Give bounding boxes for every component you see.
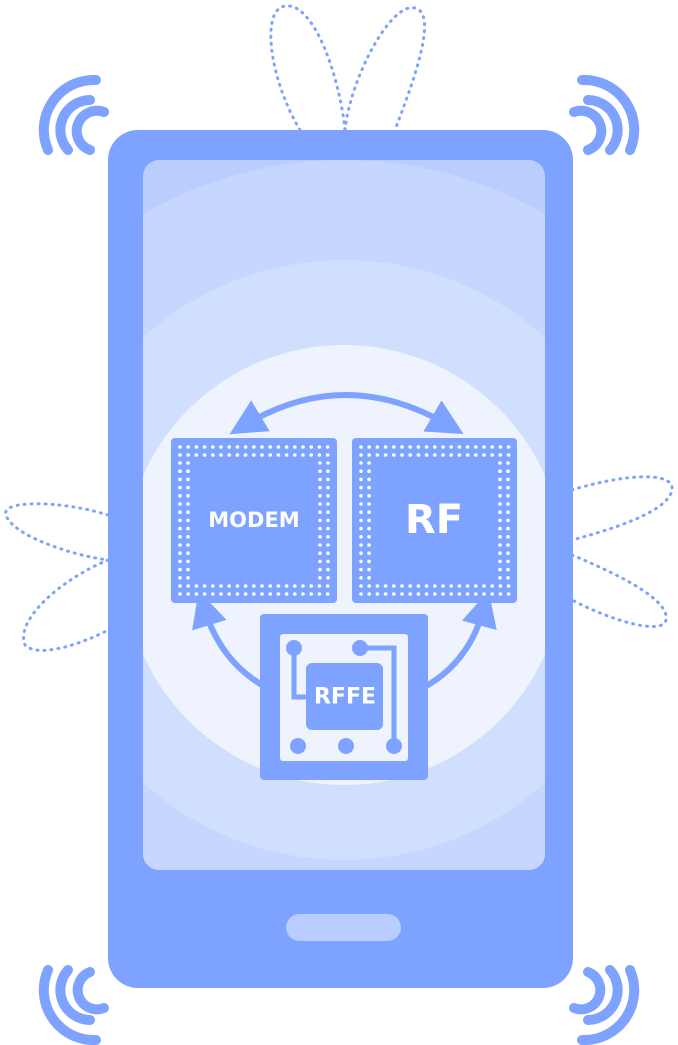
top-right-lobe [343, 6, 426, 132]
arrow-modem-rf [229, 392, 464, 435]
top-left-lobe [269, 4, 347, 132]
modem-chip: MODEM [171, 438, 337, 603]
signal-waves-top-right [569, 74, 640, 155]
rffe-chip: RFFE [260, 614, 428, 780]
signal-waves-top-left [38, 74, 109, 155]
bidirectional-arrow-icon [192, 392, 497, 688]
signal-waves-bottom-right [569, 965, 640, 1045]
rffe-traces [291, 645, 397, 749]
modem-label: MODEM [208, 508, 299, 532]
modem-chip-dots [178, 445, 330, 596]
signal-waves-bottom-left [38, 965, 109, 1045]
right-lower-lobe [570, 553, 668, 629]
arrow-rffe-rf [425, 590, 497, 688]
right-upper-lobe [570, 475, 674, 542]
rf-chip-dots [359, 445, 511, 596]
left-upper-lobe [4, 502, 110, 562]
antenna-radiation-pattern-icon [4, 4, 674, 652]
rffe-pads [286, 640, 402, 754]
rf-chip: RF [352, 438, 517, 603]
left-lower-lobe [22, 558, 110, 652]
signal-wave-icon [38, 74, 640, 1045]
home-button [286, 914, 401, 941]
rf-label: RF [405, 497, 463, 543]
screen-glow [143, 160, 545, 870]
arrow-rffe-modem [192, 590, 265, 688]
rffe-label: RFFE [314, 685, 376, 710]
